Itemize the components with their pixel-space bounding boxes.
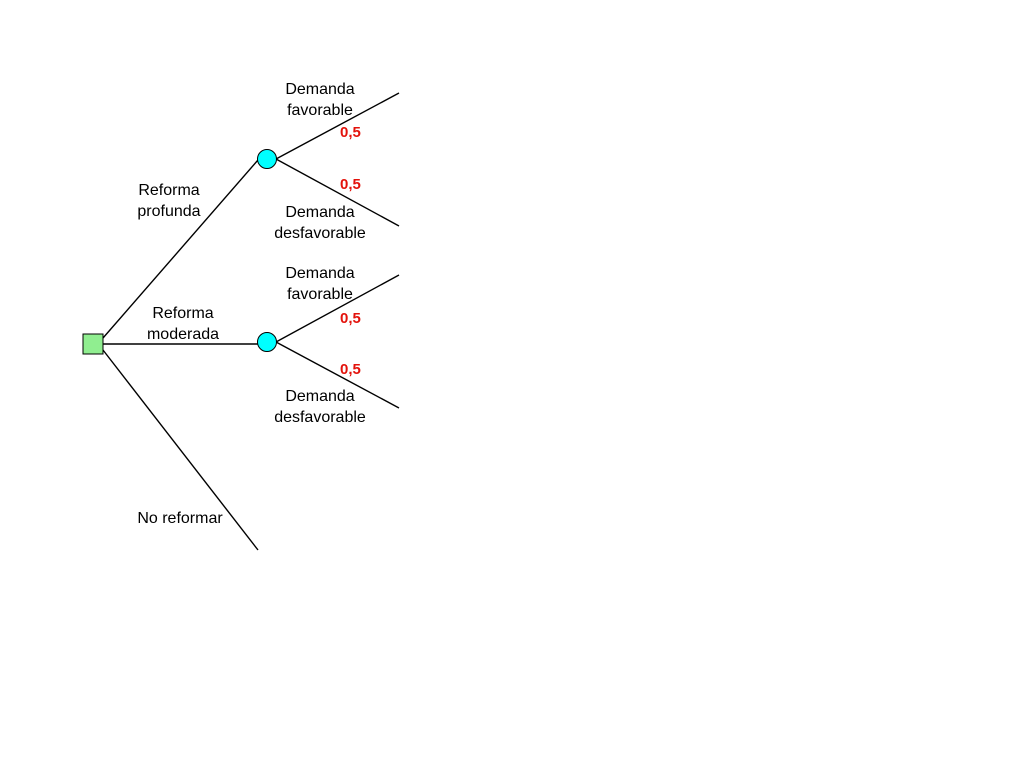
option-label-no-reformar: No reformar [137, 510, 223, 527]
branch-line-c2-favorable [275, 274, 400, 343]
chance-node-1 [257, 149, 277, 169]
probability-c2-desfavorable: 0,5 [340, 361, 361, 378]
outcome-label-c2-favorable: Demanda favorable [285, 265, 355, 303]
option-label-reforma-profunda: Reforma profunda [137, 182, 201, 220]
chance-node-2 [257, 332, 277, 352]
branch-line-c2-desfavorable [275, 341, 400, 409]
outcome-label-c1-favorable: Demanda favorable [285, 81, 355, 119]
probability-c2-favorable: 0,5 [340, 310, 361, 327]
decision-node [82, 333, 104, 355]
branch-line-c1-desfavorable [275, 158, 400, 227]
outcome-label-c1-desfavorable: Demanda desfavorable [274, 204, 366, 242]
probability-c1-favorable: 0,5 [340, 124, 361, 141]
branch-line-reforma-profunda [102, 159, 259, 339]
branch-line-no-reformar [102, 349, 259, 551]
option-label-reforma-moderada: Reforma moderada [146, 305, 220, 343]
outcome-label-c2-desfavorable: Demanda desfavorable [274, 388, 366, 426]
probability-c1-desfavorable: 0,5 [340, 176, 361, 193]
branch-line-c1-favorable [275, 92, 400, 160]
